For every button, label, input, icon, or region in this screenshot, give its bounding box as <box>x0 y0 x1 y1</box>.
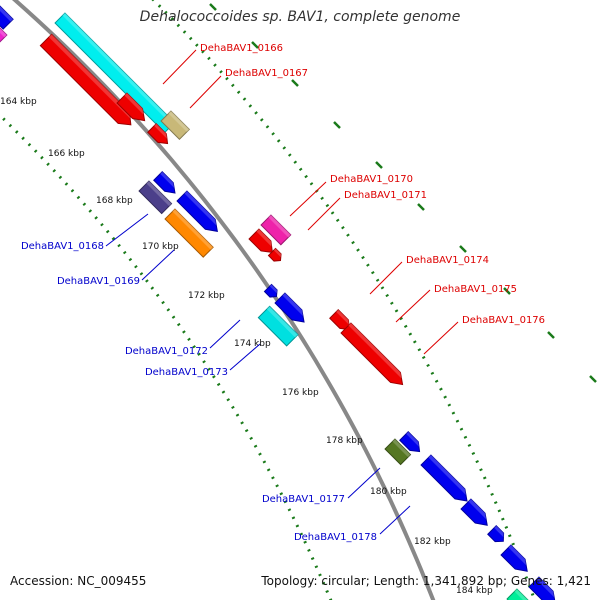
gene-top-magenta <box>0 24 8 46</box>
kbp-label-3: 170 kbp <box>142 242 179 252</box>
label-DehaBAV1_0171: DehaBAV1_0171 <box>344 190 427 201</box>
label-DehaBAV1_0166: DehaBAV1_0166 <box>200 43 283 54</box>
label-DehaBAV1_0168: DehaBAV1_0168 <box>21 241 104 252</box>
gene-DehaBAV1_0168-blue <box>153 171 176 194</box>
label-DehaBAV1_0173: DehaBAV1_0173 <box>145 367 228 378</box>
map-title: Dehalococcoides sp. BAV1, complete genom… <box>139 9 461 25</box>
outer-tick-8 <box>547 331 555 339</box>
label-DehaBAV1_0166-leader <box>162 49 197 85</box>
gene-DehaBAV1_0166-red <box>39 33 132 126</box>
gene-DehaBAV1_0178 <box>420 454 468 502</box>
kbp-label-2: 168 kbp <box>96 196 133 206</box>
label-DehaBAV1_0176: DehaBAV1_0176 <box>462 315 545 326</box>
label-DehaBAV1_0171-leader <box>307 197 341 231</box>
outer-tick-3 <box>333 121 341 129</box>
gene-DehaBAV1_0173 <box>257 305 299 347</box>
kbp-label-1: 166 kbp <box>48 149 85 159</box>
genome-summary-text: Topology: circular; Length: 1,341,892 bp… <box>261 574 591 588</box>
kbp-label-7: 178 kbp <box>326 436 363 446</box>
label-DehaBAV1_0178: DehaBAV1_0178 <box>294 532 377 543</box>
outer-tick-5 <box>417 203 425 211</box>
gene-DehaBAV1_0175 <box>340 322 404 386</box>
label-DehaBAV1_0167-leader <box>189 75 222 109</box>
label-DehaBAV1_0174: DehaBAV1_0174 <box>406 255 489 266</box>
gene-DehaBAV1_0169 <box>164 208 214 258</box>
gene-bottom-1 <box>460 498 488 526</box>
outer-tick-1 <box>251 41 259 49</box>
label-DehaBAV1_0175-leader <box>395 289 431 323</box>
label-DehaBAV1_0172-leader <box>209 319 241 349</box>
label-DehaBAV1_0172: DehaBAV1_0172 <box>125 346 208 357</box>
gene-DehaBAV1_0171-b <box>267 247 282 262</box>
genome-backbone <box>11 0 436 600</box>
gene-DehaBAV1_0172-b <box>274 292 305 323</box>
label-DehaBAV1_0170-leader <box>289 181 327 217</box>
gene-DehaBAV1_0170 <box>260 214 292 246</box>
label-DehaBAV1_0167: DehaBAV1_0167 <box>225 68 308 79</box>
kbp-label-4: 172 kbp <box>188 291 225 301</box>
gene-DehaBAV1_0167 <box>160 110 191 141</box>
gene-DehaBAV1_0171-a <box>248 228 273 253</box>
label-DehaBAV1_0177-leader <box>347 467 381 499</box>
label-DehaBAV1_0178-leader <box>379 505 411 535</box>
outer-tick-6 <box>459 245 467 253</box>
gene-bottom-4 <box>506 588 532 600</box>
gene-DehaBAV1_0172-a <box>263 283 278 298</box>
gene-DehaBAV1_0167-red-b <box>147 123 169 145</box>
kbp-label-10: 184 kbp <box>456 586 493 596</box>
label-DehaBAV1_0168-leader <box>105 213 149 247</box>
label-DehaBAV1_0169: DehaBAV1_0169 <box>57 276 140 287</box>
label-DehaBAV1_0174-leader <box>369 261 403 295</box>
gene-bottom-3 <box>500 544 528 572</box>
kbp-label-5: 174 kbp <box>234 339 271 349</box>
gene-DehaBAV1_0168 <box>138 180 173 215</box>
kbp-label-9: 182 kbp <box>414 537 451 547</box>
gene-bottom-5 <box>528 576 556 600</box>
gene-bottom-2 <box>487 525 505 543</box>
label-DehaBAV1_0176-leader <box>423 321 459 355</box>
outer-tick-9 <box>589 375 597 383</box>
kbp-label-8: 180 kbp <box>370 487 407 497</box>
gene-DehaBAV1_0166 <box>54 12 176 134</box>
gene-DehaBAV1_0177 <box>384 438 412 466</box>
label-DehaBAV1_0173-leader <box>229 343 261 371</box>
accession-text: Accession: NC_009455 <box>10 574 147 588</box>
kbp-label-6: 176 kbp <box>282 388 319 398</box>
gene-DehaBAV1_0167-red-a <box>116 92 146 122</box>
outer-tick-4 <box>375 161 383 169</box>
outer-tick-7 <box>503 287 511 295</box>
label-DehaBAV1_0177: DehaBAV1_0177 <box>262 494 345 505</box>
gene-top-blue <box>0 4 14 30</box>
label-DehaBAV1_0169-leader <box>141 249 175 281</box>
gene-DehaBAV1_0177-blue <box>399 431 421 453</box>
kbp-label-0: 164 kbp <box>0 97 37 107</box>
outer-tick-0 <box>209 3 217 11</box>
outer-tick-2 <box>291 79 299 87</box>
gene-DehaBAV1_0169-blue <box>176 190 218 232</box>
label-DehaBAV1_0175: DehaBAV1_0175 <box>434 284 517 295</box>
label-DehaBAV1_0170: DehaBAV1_0170 <box>330 174 413 185</box>
